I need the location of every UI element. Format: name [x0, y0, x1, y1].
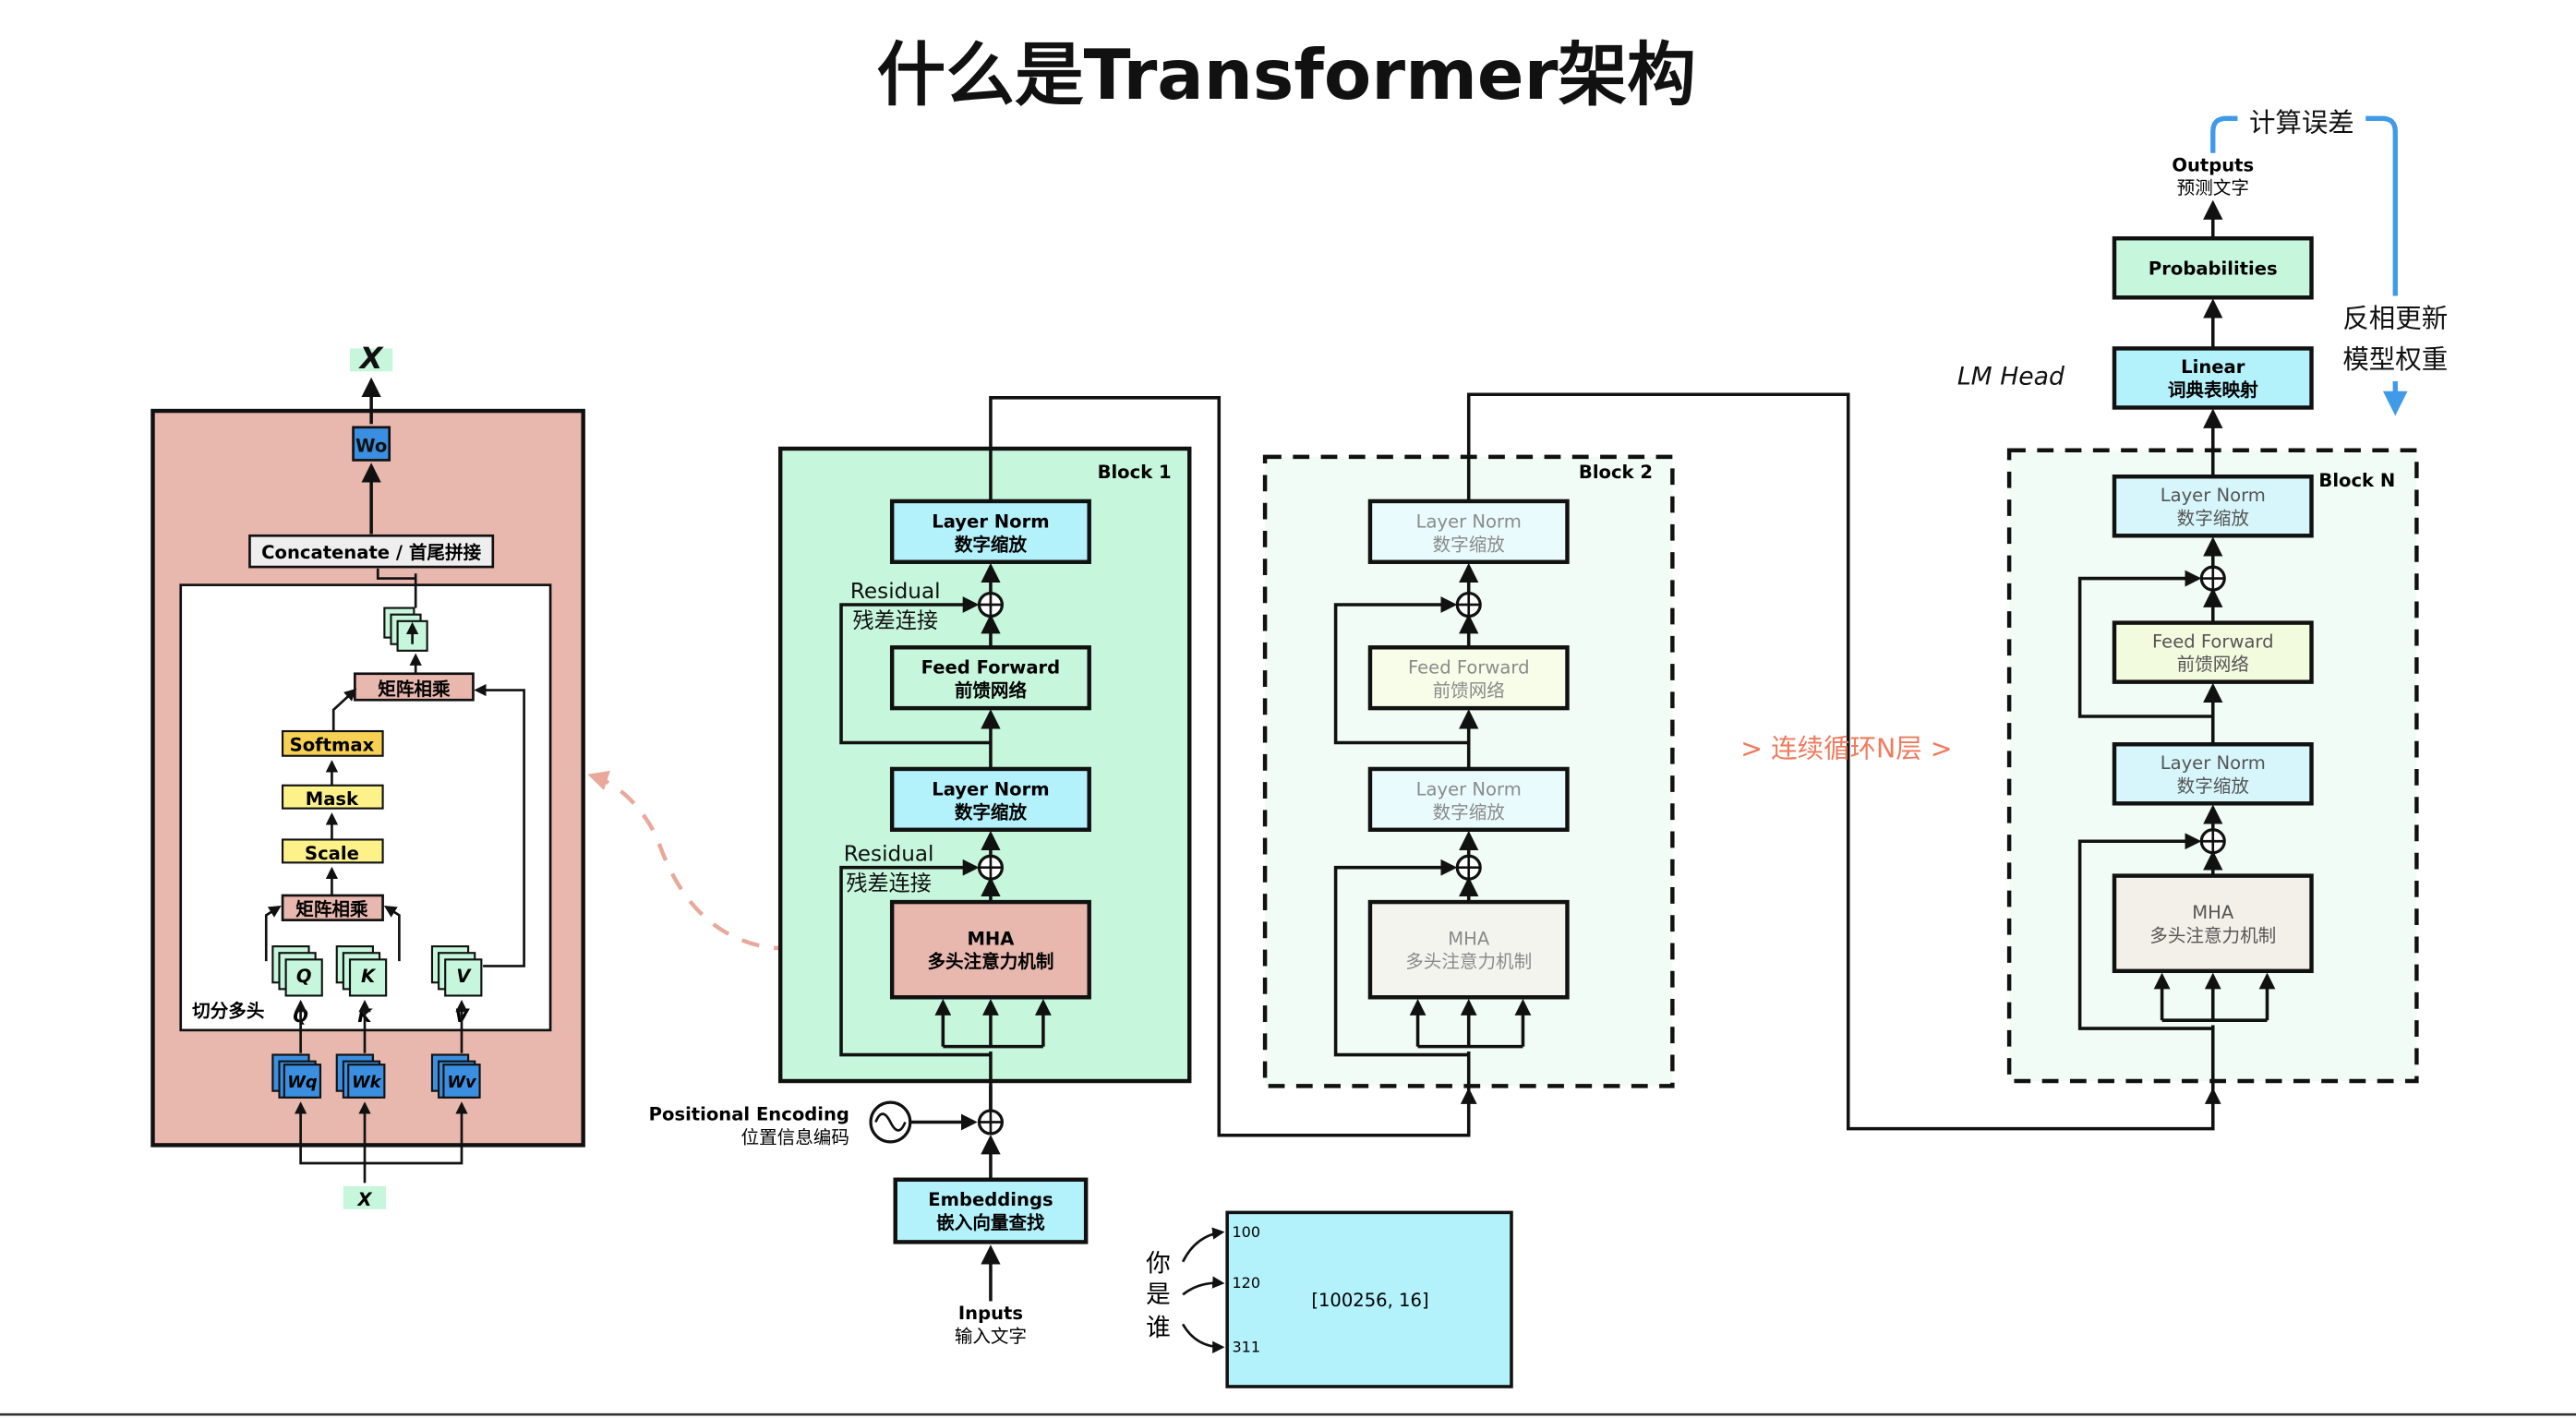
attn-x-top: X	[358, 341, 384, 376]
token-id-3: 311	[1233, 1339, 1261, 1356]
token-char-3: 谁	[1146, 1314, 1171, 1342]
bn-ff-en: Feed Forward	[2152, 631, 2274, 652]
bn-ff-zh: 前馈网络	[2177, 654, 2249, 675]
token-char-1: 你	[1146, 1249, 1171, 1278]
b1-ln-top-zh: 数字缩放	[955, 534, 1028, 555]
block-2: Block 2 Layer Norm 数字缩放 Feed Forward 前馈网…	[1262, 454, 1675, 1091]
block-n: Block N Layer Norm 数字缩放 Feed Forward 前馈网…	[2006, 448, 2419, 1091]
bn-mha-en: MHA	[2192, 902, 2234, 923]
bn-ln-mid-en: Layer Norm	[2161, 752, 2266, 774]
block-1: Block 1 Layer Norm 数字缩放 Feed Forward 前馈网…	[777, 446, 1192, 1112]
b2-mha-en: MHA	[1448, 928, 1490, 949]
mask-label: Mask	[306, 788, 359, 810]
v-stack: V	[456, 966, 472, 987]
wo-label: Wo	[355, 436, 387, 457]
linear-zh: 词典表映射	[2168, 379, 2258, 401]
wv-label: Wv	[447, 1073, 477, 1092]
matmul-bottom: 矩阵相乘	[295, 898, 368, 919]
attention-panel: X Wo Concatenate / 首尾拼接 矩阵相乘 Softmax Mas…	[150, 341, 585, 1210]
embeddings-zh: 嵌入向量查找	[936, 1212, 1045, 1233]
input-path: Positional Encoding 位置信息编码 Embeddings 嵌入…	[649, 1086, 1513, 1388]
inputs-zh: 输入文字	[955, 1326, 1027, 1347]
b1-ln-mid-zh: 数字缩放	[955, 801, 1028, 823]
b1-ln-top-en: Layer Norm	[932, 511, 1049, 532]
lm-head-label: LM Head	[1957, 363, 2065, 391]
b2-ff-en: Feed Forward	[1408, 657, 1530, 679]
repeat-label: > 连续循环N层 >	[1740, 733, 1952, 763]
b1-mha-en: MHA	[967, 928, 1015, 949]
page-title: 什么是Transformer架构	[877, 35, 1696, 115]
token-id-1: 100	[1233, 1223, 1261, 1241]
output-head: Linear 词典表映射 LM Head Probabilities Outpu…	[1957, 108, 2458, 477]
token-char-2: 是	[1146, 1280, 1171, 1309]
attn-x-bottom: X	[356, 1189, 372, 1210]
b2-ln-top-en: Layer Norm	[1416, 511, 1522, 532]
softmax-label: Softmax	[290, 734, 375, 755]
mha-detail-connector	[587, 770, 891, 951]
b1-ff-zh: 前馈网络	[955, 680, 1028, 702]
b2-ff-zh: 前馈网络	[1433, 680, 1505, 702]
probabilities-label: Probabilities	[2149, 258, 2278, 279]
bn-ln-mid-zh: 数字缩放	[2177, 775, 2249, 797]
k-stack: K	[361, 966, 377, 987]
block-1-title: Block 1	[1098, 462, 1172, 483]
b1-residual1-en: Residual	[850, 580, 941, 604]
outputs-en: Outputs	[2172, 154, 2254, 175]
positional-en: Positional Encoding	[649, 1104, 849, 1125]
b2-mha-zh: 多头注意力机制	[1405, 951, 1532, 972]
b2-to-bn-line	[1466, 392, 2221, 1131]
wk-label: Wk	[352, 1073, 382, 1092]
token-id-2: 120	[1233, 1274, 1261, 1292]
backprop-line1: 反相更新	[2342, 303, 2448, 333]
q-stack: Q	[296, 966, 312, 987]
scale-label: Scale	[305, 843, 359, 864]
b1-residual2-zh: 残差连接	[846, 872, 932, 896]
block-2-title: Block 2	[1579, 462, 1653, 483]
split-heads-label: 切分多头	[192, 1001, 264, 1022]
outputs-zh: 预测文字	[2177, 177, 2249, 198]
positional-zh: 位置信息编码	[741, 1127, 849, 1148]
calc-error-label: 计算误差	[2249, 108, 2354, 138]
b1-to-b2-line	[989, 396, 1477, 1137]
wq-label: Wq	[287, 1073, 318, 1092]
concat-label: Concatenate / 首尾拼接	[261, 542, 481, 563]
b1-mha-zh: 多头注意力机制	[927, 951, 1053, 972]
matmul-top: 矩阵相乘	[378, 679, 451, 700]
b1-ln-mid-en: Layer Norm	[932, 778, 1049, 799]
b1-residual2-en: Residual	[844, 843, 934, 867]
b2-ln-top-zh: 数字缩放	[1433, 534, 1505, 555]
bn-ln-top-zh: 数字缩放	[2177, 508, 2249, 529]
bn-mha-zh: 多头注意力机制	[2149, 925, 2276, 946]
bn-ln-top-en: Layer Norm	[2161, 485, 2266, 506]
matrix-shape: [100256, 16]	[1311, 1290, 1428, 1311]
embeddings-en: Embeddings	[928, 1189, 1053, 1210]
linear-en: Linear	[2181, 356, 2245, 378]
inputs-en: Inputs	[958, 1303, 1023, 1324]
block-n-title: Block N	[2318, 470, 2395, 491]
b2-ln-mid-zh: 数字缩放	[1433, 801, 1505, 823]
b1-residual1-zh: 残差连接	[852, 609, 938, 633]
b2-ln-mid-en: Layer Norm	[1416, 778, 1522, 799]
b1-ff-en: Feed Forward	[921, 657, 1061, 679]
backprop-line2: 模型权重	[2342, 344, 2448, 375]
